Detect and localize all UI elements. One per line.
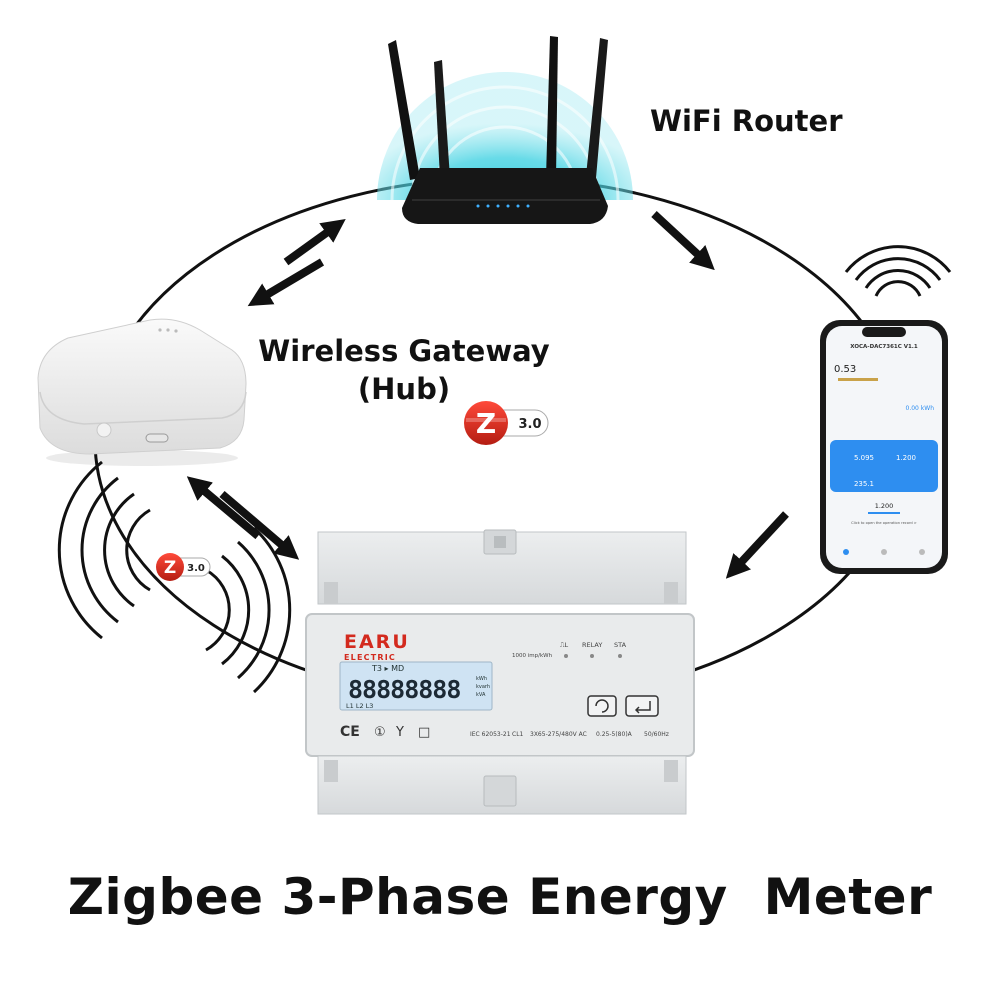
phone-signal-waves: [844, 245, 952, 297]
arrow-router-to-hub: [247, 258, 325, 307]
app-lower-note: Click to open the operation record >: [851, 521, 917, 525]
router-body: [402, 168, 608, 224]
router-antenna: [388, 40, 420, 180]
hub-signal-waves: [57, 460, 292, 694]
indicator-sta-label: STA: [614, 641, 627, 649]
arrow-hub-to-meter: [219, 490, 300, 560]
app-energy-value: 0.00 kWh: [906, 405, 935, 412]
zigbee-badge-small-version: 3.0: [187, 563, 205, 574]
scroll-icon: [595, 699, 609, 713]
zigbee-badge-small-letter: Z: [164, 558, 176, 578]
app-card-value-1: 5.095: [854, 454, 874, 462]
lcd-unit-2: kvarh: [476, 684, 490, 690]
zigbee-badge: Z 3.0: [464, 401, 549, 445]
arrow-hub-to-router: [283, 218, 346, 266]
meter-brand: EARU: [344, 631, 410, 653]
cert-square: □: [418, 725, 430, 740]
wireless-gateway-hub: [37, 318, 247, 466]
app-title: XOCA-DAC7361C V1.1: [850, 344, 918, 350]
cert-class: ①: [374, 725, 386, 740]
lcd-digits: 88888888: [348, 675, 460, 704]
meter-impulse-label: 1000 imp/kWh: [512, 653, 553, 659]
cert-y: Y: [395, 725, 404, 740]
enter-icon: [634, 701, 651, 714]
hub-reset-button: [96, 422, 112, 438]
hub-body: [37, 318, 247, 455]
app-stats-card: [830, 440, 938, 492]
zigbee-badge-small: Z 3.0: [156, 553, 211, 581]
indicator-relay-led: [590, 654, 594, 658]
zigbee-badge-version: 3.0: [518, 417, 541, 432]
spec-voltage: 3X65-275/480V AC: [530, 731, 587, 738]
arrow-meter-to-hub: [186, 476, 261, 540]
indicator-pulse-led: [564, 654, 568, 658]
router-label: WiFi Router: [650, 104, 843, 138]
router-antenna: [434, 60, 450, 178]
energy-meter: EARU ELECTRIC T3 ▸ MD 88888888 kWh kvarh…: [305, 529, 695, 815]
lcd-phase-row: L1 L2 L3: [346, 702, 373, 710]
indicator-pulse-label: ⎍L: [560, 641, 569, 649]
spec-current: 0.25-5(80)A: [596, 731, 633, 738]
app-nav-home-icon: [843, 549, 849, 555]
page-title-text: Zigbee 3-Phase Energy Meter: [67, 868, 933, 926]
meter-scroll-button[interactable]: [587, 695, 617, 717]
lcd-top-row: T3 ▸ MD: [371, 664, 404, 673]
app-lower-value: 1.200: [875, 502, 894, 510]
wifi-router: [377, 36, 633, 224]
hub-usb-port: [145, 433, 169, 443]
app-card-value-3: 235.1: [854, 480, 874, 488]
meter-top-housing: [317, 531, 687, 605]
app-top-value: 0.53: [834, 364, 856, 375]
page-title: Zigbee 3-Phase Energy Meter: [0, 868, 1000, 926]
meter-brand-sub: ELECTRIC: [344, 653, 396, 662]
app-nav-scene-icon: [881, 549, 887, 555]
arrow-phone-to-meter: [725, 511, 789, 579]
hub-label-line2: (Hub): [357, 372, 451, 406]
arrow-router-to-phone: [651, 211, 715, 271]
spec-frequency: 50/60Hz: [644, 731, 669, 738]
zigbee-badge-letter: Z: [476, 407, 496, 440]
spec-standard: IEC 62053-21: [470, 731, 511, 738]
meter-enter-button[interactable]: [625, 695, 659, 717]
hub-label: Wireless Gateway (Hub): [258, 332, 550, 408]
lcd-unit-3: kVA: [476, 692, 486, 698]
hub-label-line1: Wireless Gateway: [258, 334, 550, 368]
app-card-value-2: 1.200: [896, 454, 916, 462]
smartphone: XOCA-DAC7361C V1.1 0.53 0.00 kWh 5.095 1…: [820, 245, 952, 574]
indicator-relay-label: RELAY: [582, 641, 602, 649]
router-antenna: [586, 38, 608, 178]
indicator-sta-led: [618, 654, 622, 658]
app-nav-settings-icon: [919, 549, 925, 555]
meter-lcd: [339, 661, 493, 711]
lcd-unit-1: kWh: [476, 676, 487, 682]
cert-ce: CE: [340, 724, 360, 740]
spec-class: CL1: [512, 731, 524, 738]
router-antenna: [546, 36, 558, 178]
